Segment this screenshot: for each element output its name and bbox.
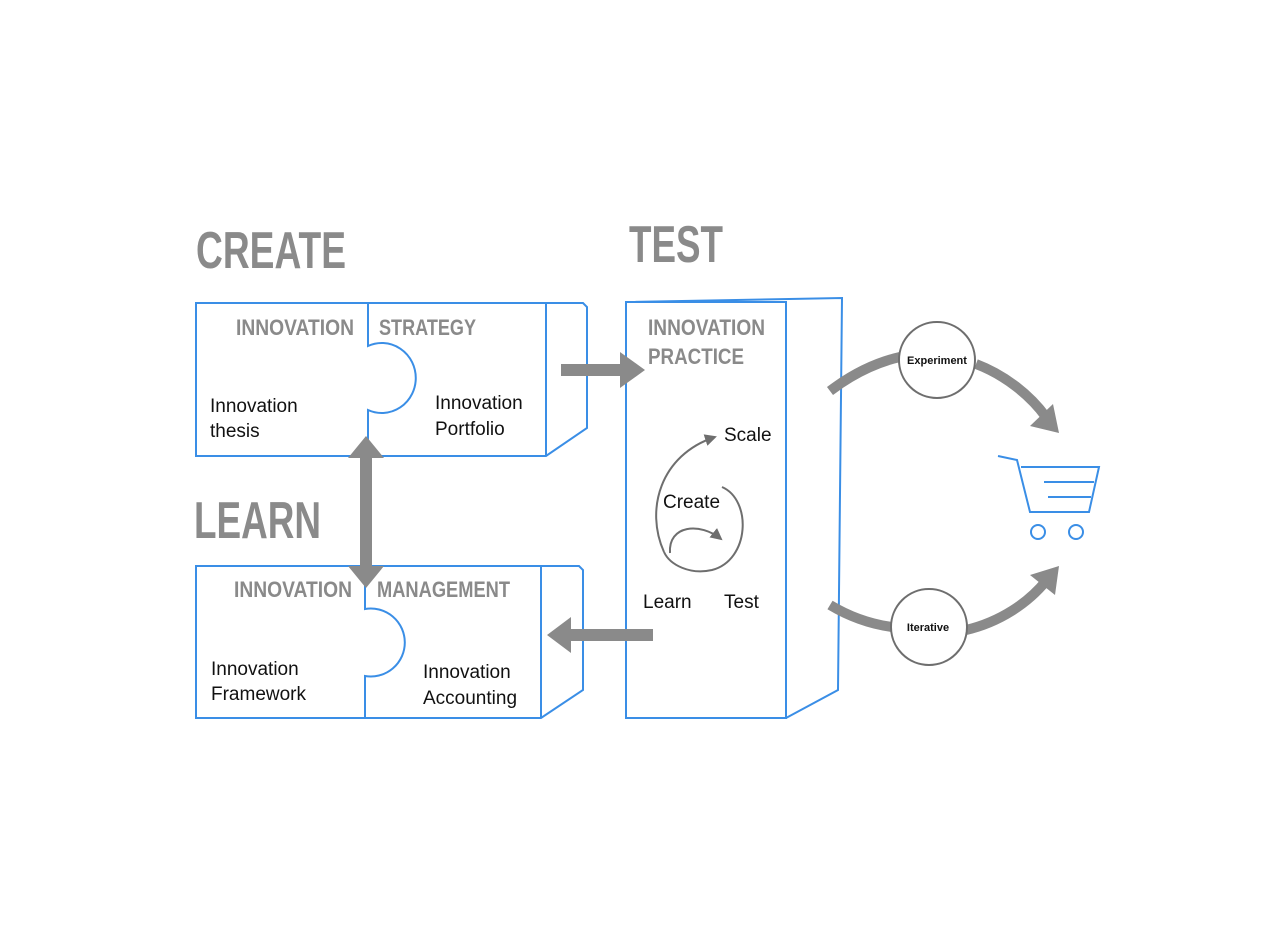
- create-block: INNOVATION STRATEGY Innovation thesis In…: [195, 302, 588, 457]
- create-block-right-title: STRATEGY: [379, 315, 476, 340]
- test-block: INNOVATION PRACTICE Scale Create Learn T…: [625, 296, 844, 719]
- test-block-title-line2: PRACTICE: [648, 344, 744, 369]
- learn-block: INNOVATION MANAGEMENT Innovation Framewo…: [195, 565, 584, 719]
- create-block-left-title: INNOVATION: [236, 315, 354, 340]
- cycle-scale-label: Scale: [724, 425, 772, 446]
- test-heading: TEST: [629, 216, 723, 274]
- cycle-inner-arrow: [668, 527, 723, 554]
- cycle-test-label: Test: [724, 592, 760, 613]
- experiment-node: Experiment: [898, 321, 976, 399]
- innovation-framework-line1: Innovation: [211, 659, 299, 680]
- practice-cycle: Scale Create Learn Test: [643, 425, 772, 613]
- cycle-outer-arrow: [655, 434, 717, 553]
- cycle-loop-curve: [663, 486, 744, 573]
- innovation-portfolio-line1: Innovation: [435, 393, 523, 414]
- innovation-accounting-line2: Accounting: [423, 688, 517, 709]
- innovation-thesis-line1: Innovation: [210, 396, 298, 417]
- flow-arrows: [348, 352, 653, 653]
- test-block-title-line1: INNOVATION: [648, 315, 765, 340]
- experiment-label: Experiment: [907, 355, 967, 367]
- create-to-test-arrow: [561, 352, 645, 388]
- iterative-node: Iterative: [890, 588, 968, 666]
- innovation-framework-line2: Framework: [211, 684, 307, 705]
- learn-heading: LEARN: [194, 492, 321, 550]
- innovation-accounting-line1: Innovation: [423, 662, 511, 683]
- learn-block-left-title: INNOVATION: [234, 577, 352, 602]
- loop-bottom-curve: [827, 600, 893, 632]
- iterative-label: Iterative: [907, 622, 949, 634]
- test-to-learn-arrow: [547, 617, 653, 653]
- create-heading: CREATE: [196, 222, 346, 280]
- loop-top-arrow-shaft: [974, 359, 1051, 420]
- create-learn-double-arrow: [348, 436, 384, 588]
- innovation-portfolio-line2: Portfolio: [435, 419, 505, 440]
- loop-top-arrowhead: [1030, 404, 1059, 433]
- cycle-learn-label: Learn: [643, 592, 692, 613]
- innovation-thesis-line2: thesis: [210, 421, 260, 442]
- loop-bottom-arrowhead: [1030, 566, 1059, 595]
- learn-block-right-title: MANAGEMENT: [377, 577, 510, 602]
- loop-top-curve: [826, 352, 902, 395]
- market-loop: Experiment Iterative: [826, 321, 1101, 666]
- loop-bottom-arrow-shaft: [964, 577, 1050, 635]
- shopping-cart-icon: [997, 455, 1101, 540]
- cycle-create-label: Create: [663, 492, 720, 513]
